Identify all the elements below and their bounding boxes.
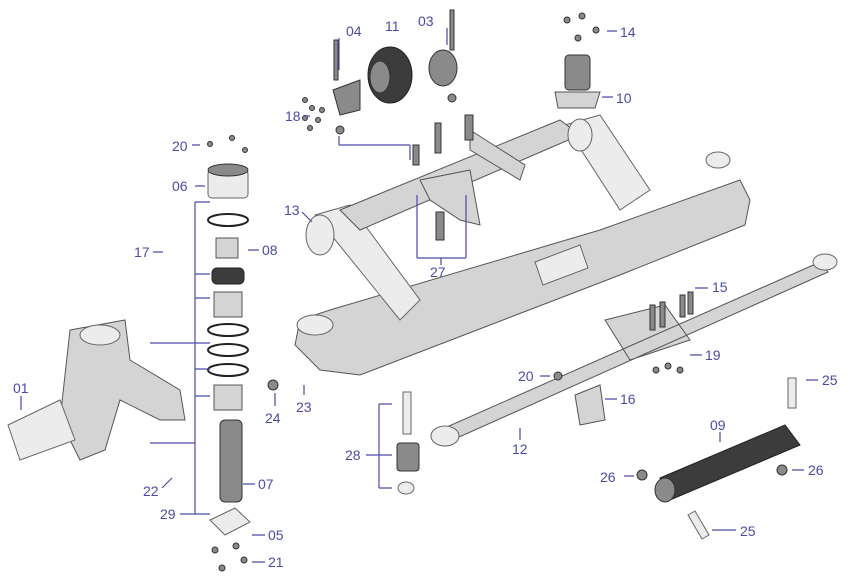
drum-part-11: [367, 46, 413, 104]
callout-label: 06: [172, 178, 188, 194]
callout-label: 20: [518, 368, 534, 384]
fastener: [563, 16, 571, 24]
callout-label: 19: [705, 347, 721, 363]
fastener: [309, 105, 315, 111]
tie-rod-part-12: [430, 253, 838, 447]
fastener: [319, 107, 325, 113]
fastener: [652, 366, 660, 374]
fastener: [676, 366, 684, 374]
callout-label: 09: [710, 417, 726, 433]
fastener: [229, 135, 235, 141]
callout-label: 23: [296, 399, 312, 415]
fastener: [578, 12, 586, 20]
kingpin-part-07: [219, 419, 243, 503]
callout-label: 24: [265, 410, 281, 426]
flange-part-03: [428, 9, 458, 87]
callout-label: 28: [345, 447, 361, 463]
callout-label: 20: [172, 138, 188, 154]
cylinder-part-09: [654, 377, 801, 540]
callout-label: 25: [822, 372, 838, 388]
fastener: [207, 141, 213, 147]
callout-labels: 01 04 11 03 14 10 18 20 06 13 17 08 27 15 20 19 25 24 23 16…: [13, 13, 838, 570]
bracket-part-27: [412, 114, 526, 241]
fastener: [592, 26, 600, 34]
callout-label: 21: [268, 554, 284, 570]
callout-label: 03: [418, 13, 434, 29]
kingpin-stack: [207, 163, 251, 536]
fastener: [664, 362, 672, 370]
fastener: [218, 564, 226, 572]
callout-label: 29: [160, 506, 176, 522]
fastener: [447, 93, 457, 103]
callout-label: 07: [258, 476, 274, 492]
actuator-part-10: [554, 54, 601, 109]
callout-label: 01: [13, 380, 29, 396]
callout-label: 08: [262, 242, 278, 258]
fastener: [553, 371, 563, 381]
fastener: [211, 546, 219, 554]
fastener: [267, 379, 279, 391]
fastener: [776, 464, 788, 476]
small-hardware: [207, 12, 788, 572]
callout-label: 12: [512, 441, 528, 457]
fastener: [240, 556, 248, 564]
callout-label: 26: [600, 469, 616, 485]
fastener: [232, 542, 240, 550]
callout-label: 25: [740, 523, 756, 539]
leader-lines: [20, 28, 818, 563]
callout-label: 27: [430, 264, 446, 280]
fastener: [315, 117, 321, 123]
flange-part-04: [332, 39, 361, 116]
callout-label: 16: [620, 391, 636, 407]
callout-label: 18: [285, 108, 301, 124]
fastener: [574, 34, 582, 42]
fastener: [636, 469, 648, 481]
fastener: [242, 147, 248, 153]
fastener: [335, 125, 345, 135]
fastener: [302, 97, 308, 103]
callout-label: 11: [385, 18, 400, 34]
callout-label: 10: [616, 90, 632, 106]
callout-label: 26: [808, 462, 824, 478]
callout-label: 17: [134, 244, 150, 260]
callout-label: 14: [620, 24, 636, 40]
callout-label: 22: [143, 483, 159, 499]
callout-label: 05: [268, 527, 284, 543]
fastener: [307, 125, 313, 131]
callout-label: 04: [346, 23, 362, 39]
callout-label: 13: [284, 202, 300, 218]
bushing-part-28: [396, 391, 420, 495]
callout-label: 15: [712, 279, 728, 295]
knuckle-part-01: [7, 319, 186, 461]
